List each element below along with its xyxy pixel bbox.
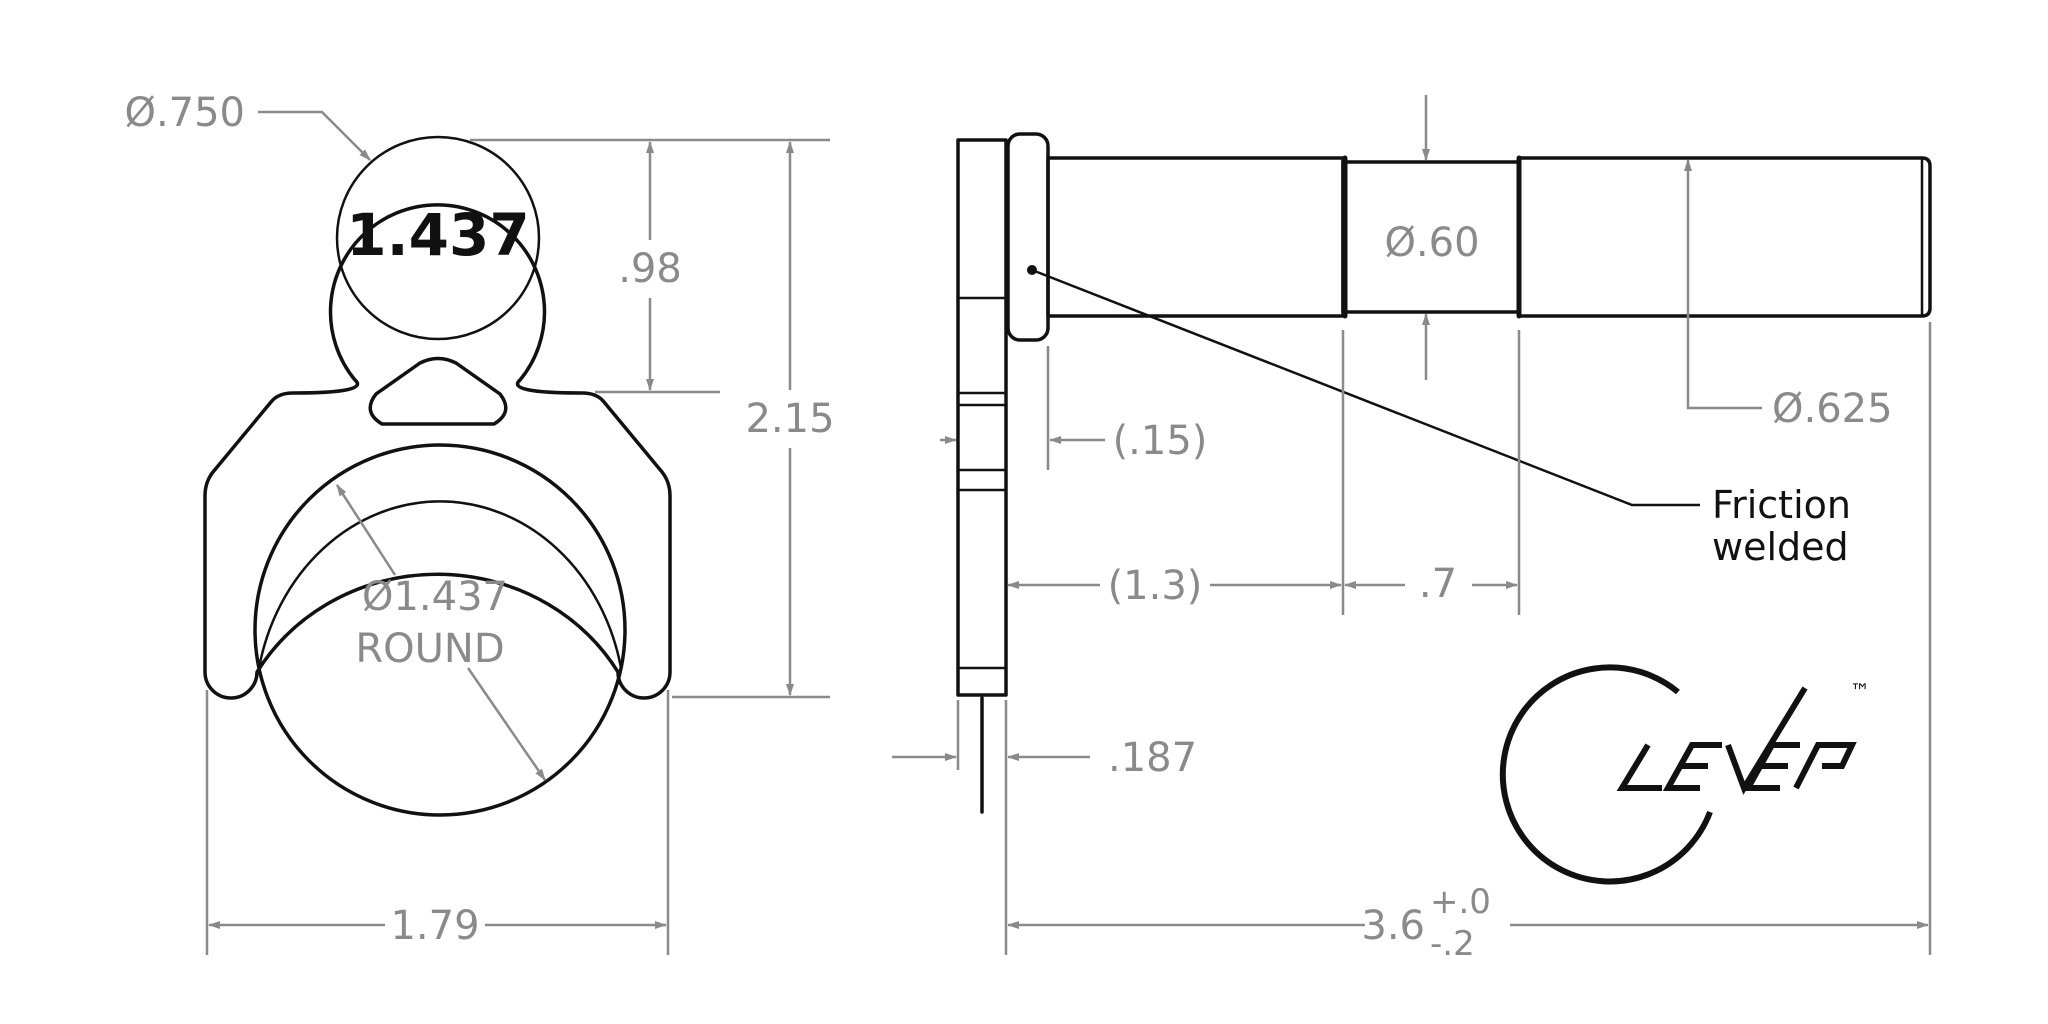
round-arrow-lower — [466, 667, 547, 781]
dim-collar-label: (.15) — [1113, 418, 1208, 464]
round-label: ROUND — [355, 626, 504, 672]
dim-length-tol-minus: -.2 — [1430, 924, 1475, 964]
round-arrow-upper — [335, 484, 397, 576]
note-line-1: Friction — [1712, 483, 1851, 527]
clever-logo: ™ — [1499, 664, 1870, 885]
dim-height-label: 2.15 — [745, 396, 834, 442]
round-diameter-label: Ø1.437 — [362, 574, 508, 620]
dim-length-label: 3.6 — [1361, 903, 1425, 949]
dim-length-tol-plus: +.0 — [1430, 882, 1491, 922]
side-view: Friction welded Ø.60 Ø.625 (.15) (1.3) .… — [892, 95, 1932, 964]
hole-stamp: 1.437 — [346, 201, 529, 269]
shaft-diameter-label: Ø.625 — [1772, 386, 1893, 432]
hole-diameter-label: Ø.750 — [124, 90, 245, 136]
shaft-end — [1517, 156, 1932, 318]
hole-diameter-leader — [258, 110, 371, 161]
dim-neck-label: .7 — [1419, 561, 1457, 607]
clip-outline — [203, 203, 672, 700]
logo-trademark: ™ — [1850, 679, 1870, 703]
logo-c-arc — [1499, 664, 1713, 885]
head-inner-circle — [335, 135, 541, 341]
plate — [956, 138, 1008, 697]
weld-leader — [1031, 268, 1700, 507]
round-stock — [253, 443, 627, 817]
ring-inner-arc — [257, 500, 623, 669]
triangle-window — [368, 356, 508, 426]
collar — [1006, 132, 1050, 342]
dim-head-label: .98 — [618, 246, 682, 292]
shaft-dim-leader — [1686, 240, 1762, 410]
logo-letter-l — [1616, 743, 1662, 791]
front-view: 1.437 Ø.750 .98 2.15 Ø1.437 ROUND 1.79 — [124, 90, 835, 955]
logo-letter-r — [1793, 742, 1857, 790]
dim-shoulder-label: (1.3) — [1108, 563, 1203, 609]
dim-width-label: 1.79 — [390, 903, 479, 949]
dim-plate-label: .187 — [1108, 735, 1197, 781]
note-line-2: welded — [1712, 525, 1849, 569]
neck-diameter-label: Ø.60 — [1384, 220, 1479, 266]
logo-letter-v — [1725, 686, 1808, 795]
